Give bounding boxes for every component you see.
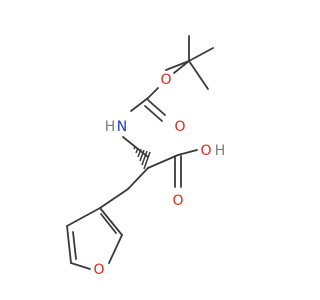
atom-ester-oxygen: O: [160, 72, 171, 88]
bond-furan-double-1: [100, 213, 117, 234]
atom-nitrogen-h: H: [105, 119, 116, 135]
bond-furan-double-2: [72, 231, 77, 260]
atom-carbonyl-oxygen-acid: O: [172, 193, 183, 209]
bond-furan-o-c2: [108, 234, 123, 264]
atom-nitrogen: N: [117, 119, 127, 135]
stereo-hash-bond: [133, 146, 151, 170]
atom-hydroxyl-h: H: [215, 143, 226, 159]
atom-hydroxyl-oxygen: O: [200, 143, 211, 159]
atom-furan-oxygen: O: [93, 262, 104, 278]
bond-alpha-c-to-acid-c: [147, 154, 179, 169]
bond-carbonyl-c-to-o-1: [147, 99, 166, 116]
atom-carbonyl-oxygen-boc: O: [174, 119, 185, 135]
bond-tbu-to-ester-o: [173, 60, 190, 74]
bond-ch2-to-furan: [99, 188, 129, 209]
bond-furan-c4-c5: [66, 225, 72, 264]
bond-tbu-methyl-bottom: [188, 60, 209, 90]
bond-furan-c3-c2: [99, 207, 123, 236]
bond-carbonyl-c-to-n: [130, 97, 149, 112]
bond-alpha-c-to-ch2: [127, 167, 149, 190]
molecule-structure: O O H N O H O O: [66, 35, 226, 278]
bond-furan-c5-o: [70, 262, 91, 270]
bond-n-to-alpha-c: [122, 136, 149, 158]
bond-tbu-methyl-right: [188, 47, 214, 62]
bond-carbonyl-c-to-o-2: [144, 105, 163, 122]
bond-acid-c-to-oh: [177, 149, 198, 156]
bond-ester-o-to-carbonyl-c: [147, 87, 159, 99]
bond-tbu-methyl-left: [165, 60, 190, 71]
bond-furan-c3-c4: [66, 207, 101, 227]
